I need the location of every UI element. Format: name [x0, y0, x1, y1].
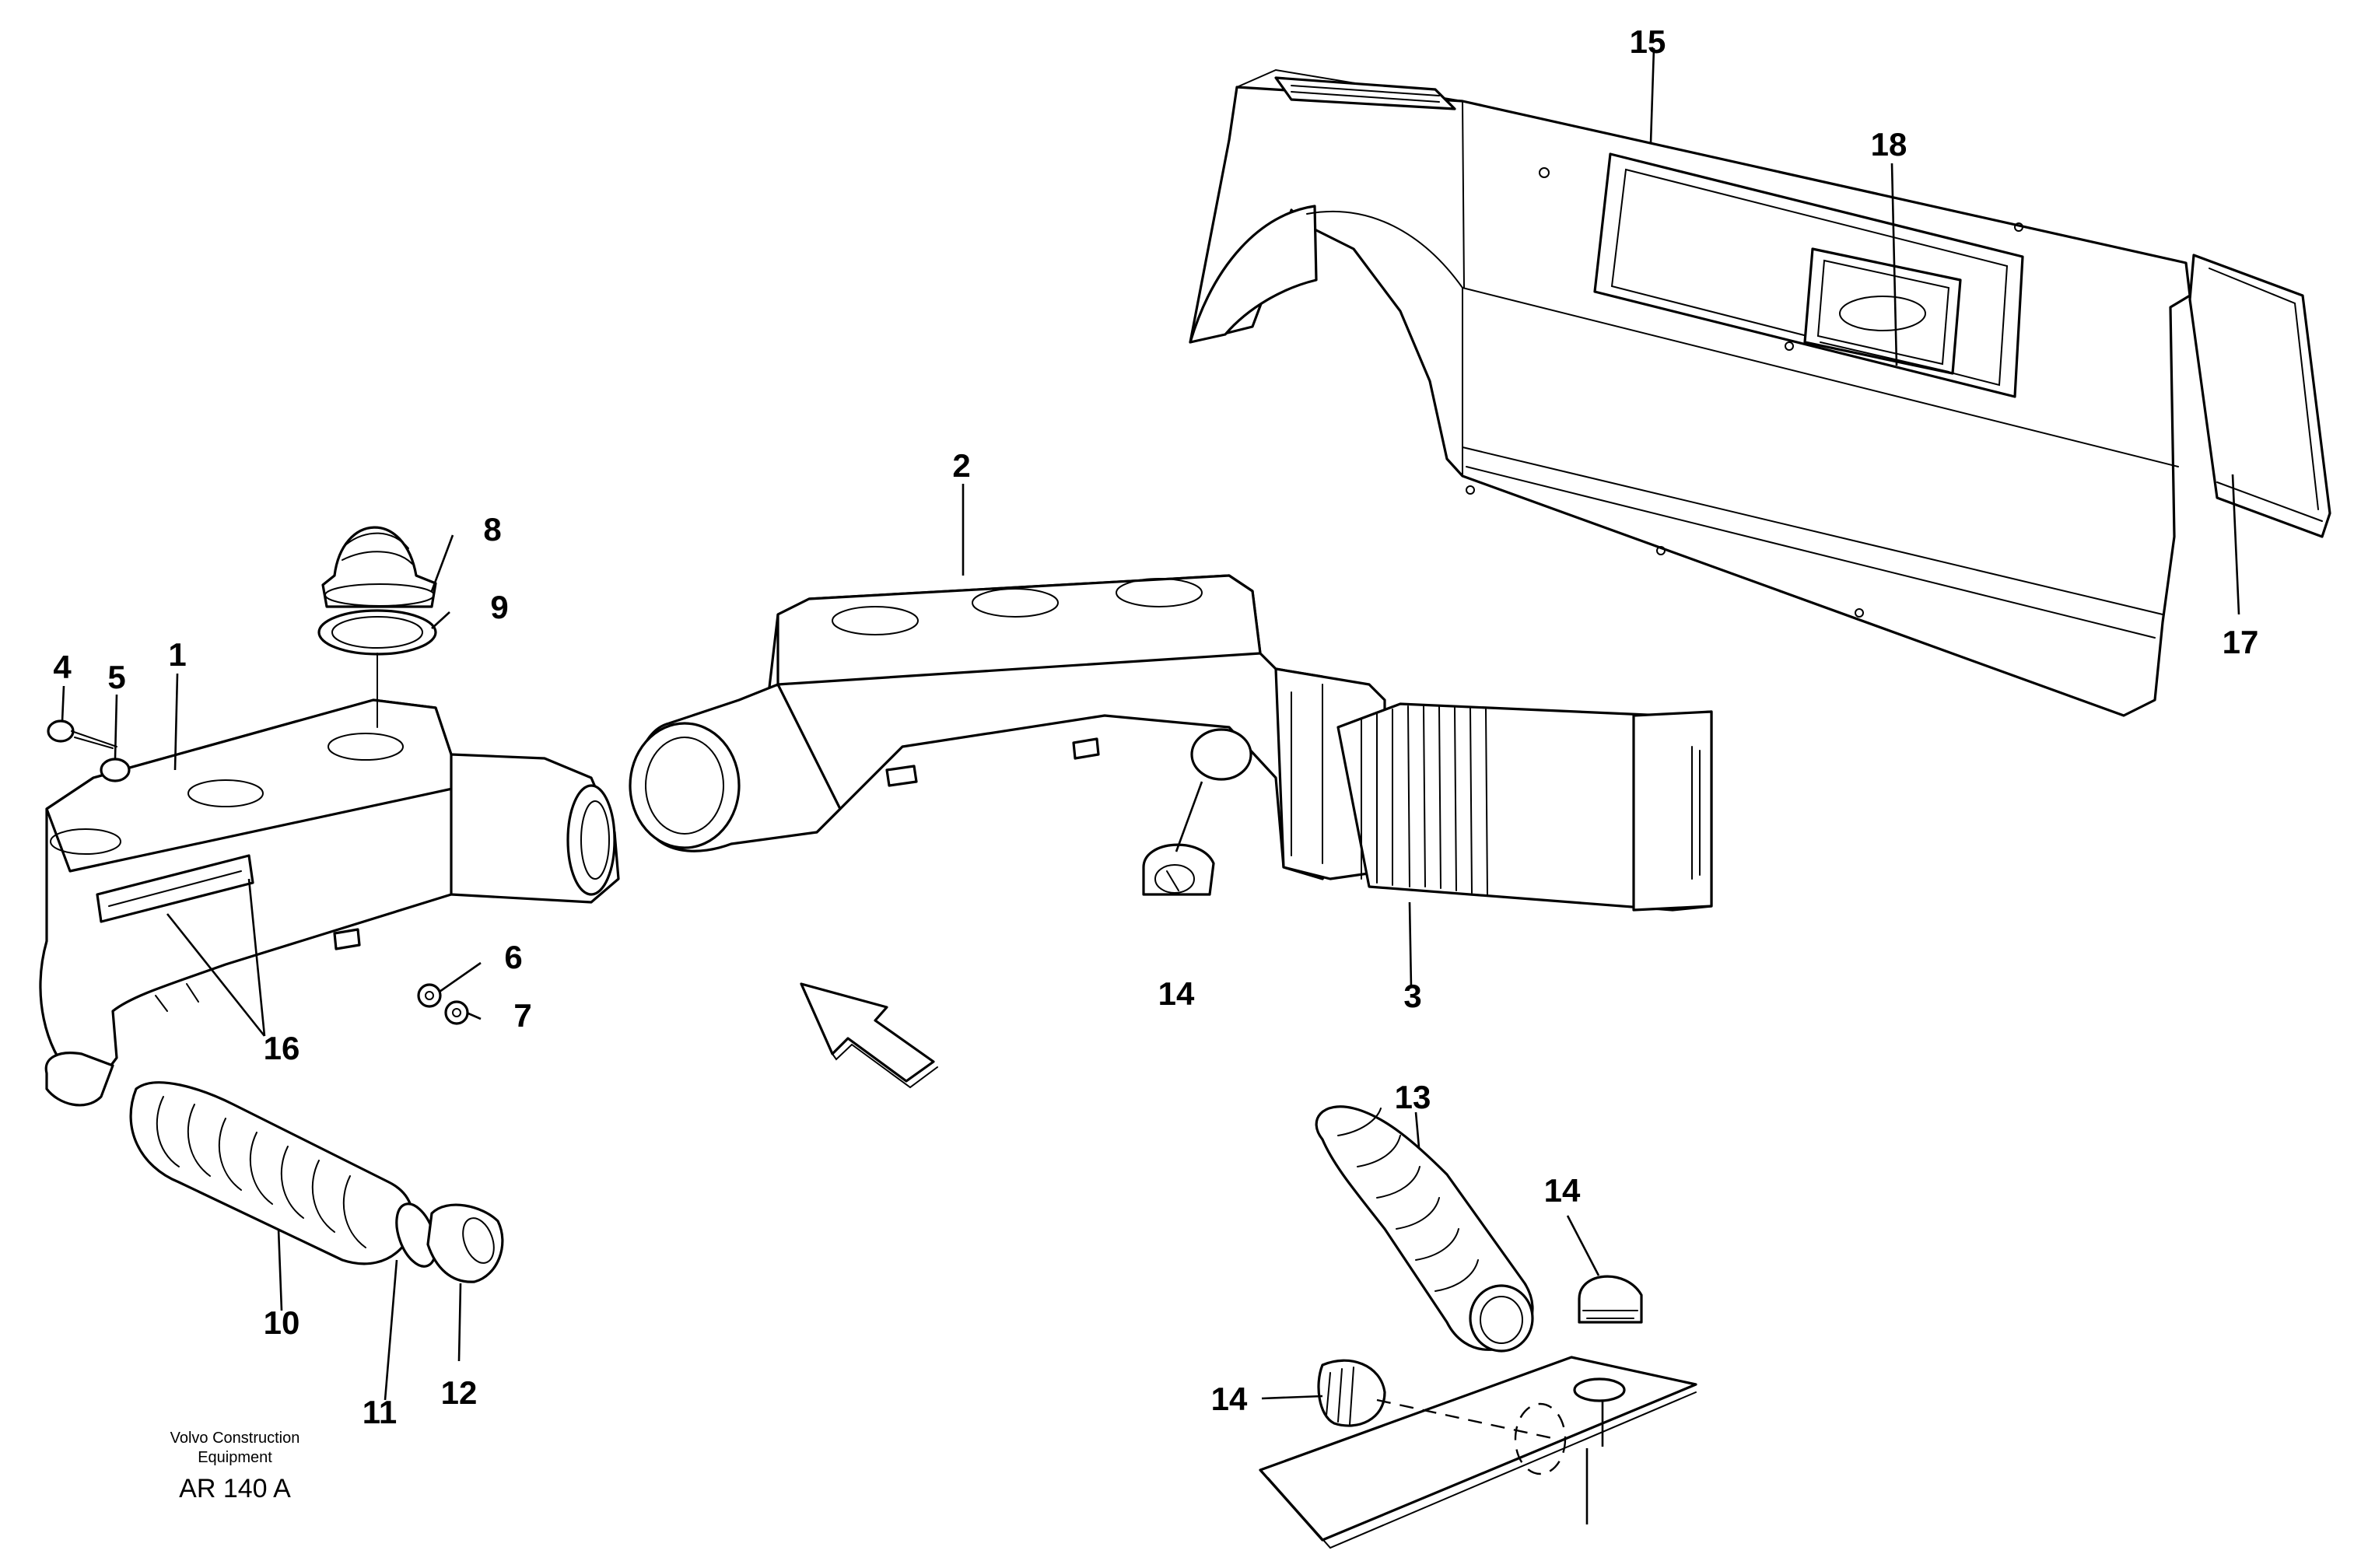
company-name-line1: Volvo Construction: [170, 1430, 300, 1447]
company-name-line2: Equipment: [198, 1449, 272, 1466]
drawing-code: AR 140 A: [179, 1474, 291, 1503]
vent-knob-14-centre: [1142, 781, 1215, 896]
vent-8-gasket-9: [317, 526, 437, 728]
callout-17: 17: [2223, 624, 2259, 660]
bellows-3: [1336, 702, 1713, 912]
rear-panel-left-arch: [1189, 205, 1318, 344]
callout-11: 11: [363, 1394, 397, 1430]
callout-4: 4: [53, 649, 72, 685]
leader-lines: [61, 47, 2240, 1401]
callouts: 1 2 3 4 5 6 7 8 9 10 11 12 13 14 14 14 1…: [53, 23, 2258, 1430]
callout-15: 15: [1630, 23, 1666, 60]
left-air-duct-1: [39, 698, 620, 1107]
callout-7: 7: [513, 997, 531, 1034]
callout-1: 1: [168, 636, 186, 673]
callout-14-centre: 14: [1158, 975, 1195, 1012]
callout-10: 10: [264, 1304, 300, 1341]
callout-12: 12: [441, 1374, 478, 1411]
callout-8: 8: [483, 511, 501, 548]
dashboard-plate: [1259, 1356, 1697, 1549]
centre-air-duct-2: [629, 574, 1386, 880]
footer-caption: Volvo Construction Equipment AR 140 A: [170, 1430, 300, 1503]
rear-panel-assembly: [1189, 68, 2331, 717]
callout-5: 5: [107, 659, 125, 695]
side-panel-17: [2188, 254, 2331, 538]
direction-arrow: [800, 982, 935, 1083]
callout-18: 18: [1871, 126, 1907, 163]
washer-6-nut-7: [417, 983, 469, 1025]
callout-6: 6: [504, 939, 522, 975]
vent-8: [321, 526, 437, 608]
hose-13: [1315, 1105, 1534, 1353]
callout-14-lower: 14: [1211, 1381, 1248, 1417]
vent-knob-14-right: [1566, 1215, 1643, 1324]
vent-knob-14-lower: [1261, 1359, 1386, 1427]
callout-14-right: 14: [1544, 1172, 1581, 1209]
hose-assembly-10-12: [129, 1081, 504, 1283]
callout-3: 3: [1403, 978, 1421, 1014]
callout-9: 9: [490, 589, 508, 625]
callout-2: 2: [952, 447, 970, 484]
hose-10: [129, 1081, 414, 1265]
callout-16: 16: [264, 1030, 300, 1066]
screw-4-washer-5: [47, 719, 131, 782]
callout-13: 13: [1395, 1079, 1431, 1115]
